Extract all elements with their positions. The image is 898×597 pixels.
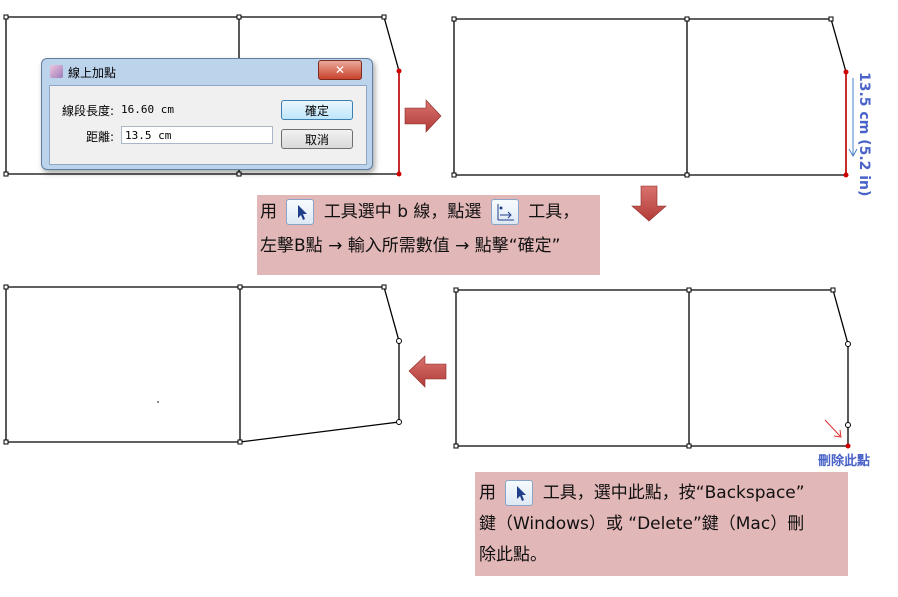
note1-line2: 左擊B點 → 輸入所需數值 → 點擊“確定”: [260, 236, 561, 256]
point-a[interactable]: [396, 68, 402, 74]
point-b-step2[interactable]: [843, 172, 849, 178]
point-markers-step3[interactable]: [453, 287, 851, 449]
delete-point-label: 刪除此點: [818, 454, 871, 469]
segment-length-label: 線段長度:: [62, 104, 115, 118]
instruction-note-1: 用 工具選中 b 線，點選 工具， 左擊B點 → 輸入所需數值 → 點擊“確定”: [257, 195, 600, 275]
arrow-cursor-icon[interactable]: [286, 199, 315, 225]
distance-label: 距離:: [86, 130, 115, 144]
ok-button[interactable]: 確定: [281, 100, 353, 120]
distance-input[interactable]: 13.5 cm: [121, 126, 273, 144]
point-a-step2[interactable]: [843, 69, 849, 75]
center-dot: [157, 401, 159, 403]
instruction-note-2: 用 工具，選中此點，按“Backspace” 鍵（Windows）或 “Dele…: [475, 472, 848, 576]
close-button[interactable]: ✕: [318, 60, 362, 80]
pattern-panel-result: [5, 286, 400, 443]
dimension-arrow: [848, 78, 858, 158]
segment-length-value: 16.60 cm: [121, 103, 174, 116]
point-b[interactable]: [396, 171, 402, 177]
dialog-body: 線段長度: 16.60 cm 距離: 13.5 cm 確定 取消: [49, 85, 367, 165]
pattern-panel-step2: [453, 18, 847, 176]
note1-line1: 用 工具選中 b 線，點選 工具，: [260, 197, 600, 228]
point-markers-step1[interactable]: [3, 14, 387, 177]
delete-pointer-arrow: [824, 419, 842, 438]
dialog-title: 線上加點: [68, 66, 117, 80]
add-point-icon[interactable]: [490, 199, 519, 225]
right-arrow-icon: [404, 99, 442, 133]
left-arrow-icon: [408, 355, 447, 388]
note2-line3: 除此點。: [479, 545, 547, 565]
note2-line1: 用 工具，選中此點，按“Backspace”: [479, 478, 848, 509]
cancel-button[interactable]: 取消: [281, 129, 353, 149]
down-arrow-icon: [631, 185, 667, 222]
dimension-label: 13.5 cm (5.2 in): [856, 72, 872, 197]
add-point-dialog: 線上加點 ✕ 線段長度: 16.60 cm 距離: 13.5 cm 確定 取消: [41, 58, 373, 170]
point-markers-result[interactable]: [3, 284, 402, 445]
arrow-cursor-icon[interactable]: [505, 480, 534, 506]
pattern-panel-step3: [455, 289, 849, 447]
note2-line2: 鍵（Windows）或 “Delete”鍵（Mac）刪: [479, 514, 805, 534]
point-to-delete[interactable]: [845, 443, 851, 449]
point-markers-step2[interactable]: [451, 16, 834, 178]
app-icon: [50, 65, 63, 78]
